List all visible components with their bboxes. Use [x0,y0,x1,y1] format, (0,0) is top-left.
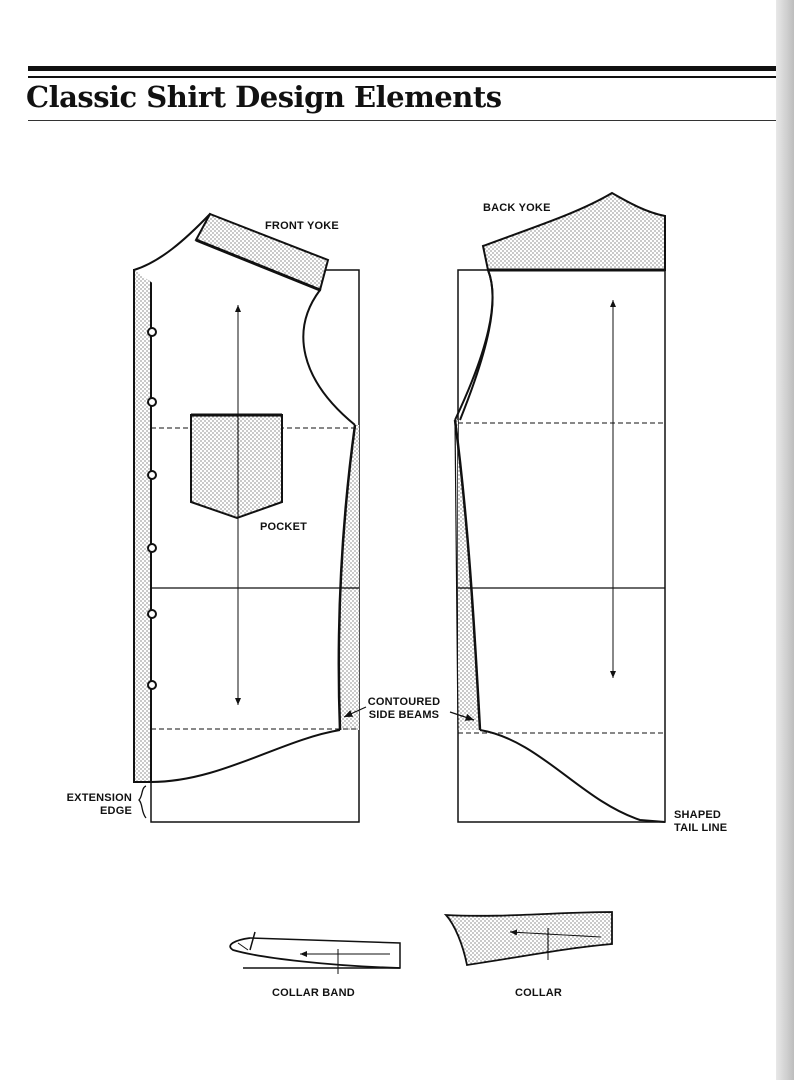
title-rule-thick [28,66,778,71]
front-tail-curve [150,729,341,783]
label-extension-line2: EDGE [100,805,132,817]
side-seam-pointer-front [343,706,367,718]
label-contoured-side-seams: CONTOURED SIDE BEAMS [358,696,450,722]
collar-piece [443,911,613,967]
button-3 [147,470,157,480]
front-panel [133,212,360,823]
page-title: Classic Shirt Design Elements [26,80,502,114]
extension-edge-brace [138,785,147,819]
label-collar-band: COLLAR BAND [272,987,355,999]
title-underline [28,120,778,121]
label-tail-line1: SHAPED [674,809,722,821]
back-contoured-seam [453,419,482,731]
label-back-yoke: BACK YOKE [483,202,551,214]
collar-band-piece [229,931,401,974]
label-shaped-tail-line: SHAPED TAIL LINE [674,809,727,835]
label-extension-line1: EXTENSION [66,792,132,804]
front-side-seam-fill [338,425,359,730]
back-panel [440,191,666,823]
button-1 [147,327,157,337]
front-extension-strip [133,269,152,783]
front-armhole-curve [133,212,356,426]
label-contoured-line2: SIDE BEAMS [368,709,440,721]
collar-band-notch [249,931,256,951]
button-4 [147,543,157,553]
label-pocket: POCKET [260,521,308,533]
button-2 [147,397,157,407]
back-side-seam-fill [455,420,480,730]
collar-grainline [509,929,602,938]
back-armhole-outline [454,269,494,421]
front-pocket [190,414,283,520]
back-panel-outline [457,269,666,823]
button-5 [147,609,157,619]
label-front-yoke: FRONT YOKE [265,220,339,232]
title-rule-thin [28,76,778,78]
back-tail-curve [479,729,666,823]
front-contoured-seam [337,424,357,731]
button-6 [147,680,157,690]
label-extension-edge: EXTENSION EDGE [56,792,132,818]
side-seam-pointer-back [449,711,475,721]
front-yoke-seam [195,238,321,292]
front-buttons [147,327,157,690]
page-edge-shadow [776,0,794,1080]
label-contoured-line1: CONTOURED [367,696,441,708]
back-yoke-piece [481,191,666,271]
label-tail-line2: TAIL LINE [674,822,728,834]
label-collar: COLLAR [515,987,563,999]
